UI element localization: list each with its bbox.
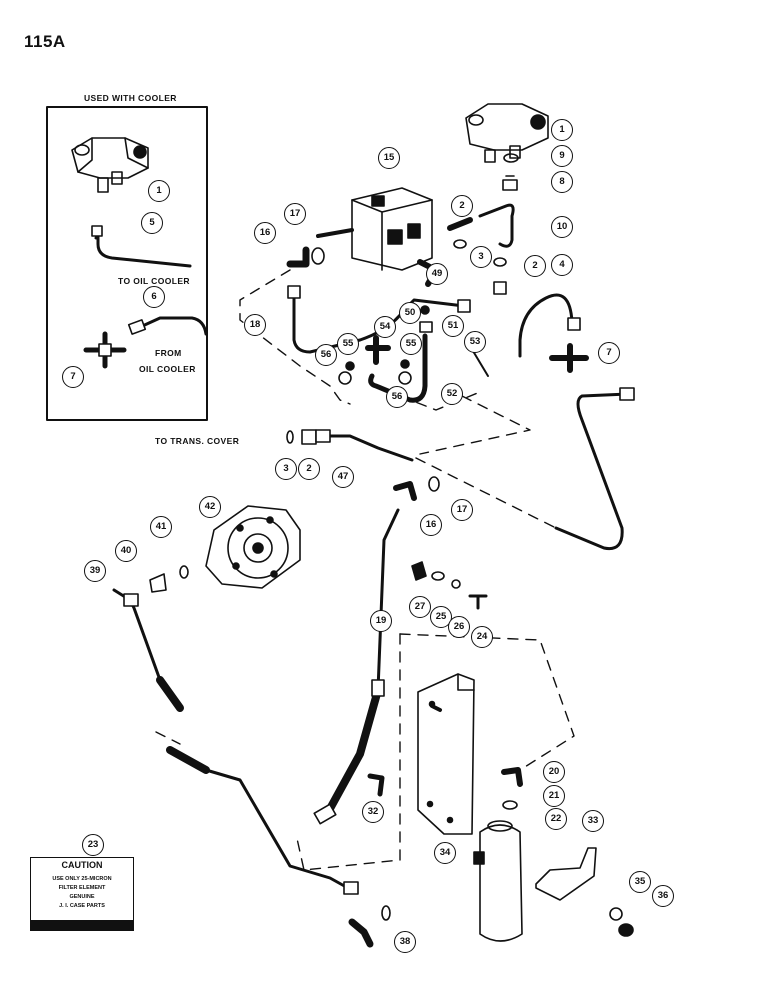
part-callout-c3b: 3 bbox=[275, 458, 297, 480]
part-callout-c15: 15 bbox=[378, 147, 400, 169]
part-callout-c16a: 16 bbox=[254, 222, 276, 244]
from-label: FROM bbox=[155, 348, 182, 358]
part-callout-c5: 5 bbox=[141, 212, 163, 234]
oil-cooler-label: OIL COOLER bbox=[139, 364, 196, 374]
part-callout-c25: 25 bbox=[430, 606, 452, 628]
caution-strip bbox=[31, 920, 133, 930]
part-callout-c54: 54 bbox=[374, 316, 396, 338]
part-callout-c56a: 56 bbox=[315, 344, 337, 366]
oil-filter-canister bbox=[473, 820, 523, 942]
part-callout-c1b: 1 bbox=[551, 119, 573, 141]
caution-heading: CAUTION bbox=[61, 860, 103, 870]
long-return-tube bbox=[554, 392, 630, 551]
part-callout-c2c: 2 bbox=[298, 458, 320, 480]
part-callout-c50: 50 bbox=[399, 302, 421, 324]
to-oil-cooler-label: TO OIL COOLER bbox=[118, 276, 190, 286]
part-callout-c18: 18 bbox=[244, 314, 266, 336]
part-callout-c2b: 2 bbox=[524, 255, 546, 277]
part-callout-c16b: 16 bbox=[420, 514, 442, 536]
part-callout-c27: 27 bbox=[409, 596, 431, 618]
part-callout-c34: 34 bbox=[434, 842, 456, 864]
part-callout-c47: 47 bbox=[332, 466, 354, 488]
part-callout-c7a: 7 bbox=[62, 366, 84, 388]
part-callout-c32: 32 bbox=[362, 801, 384, 823]
part-callout-c40: 40 bbox=[115, 540, 137, 562]
part-callout-c56b: 56 bbox=[386, 386, 408, 408]
part-callout-c42: 42 bbox=[199, 496, 221, 518]
inset-title: USED WITH COOLER bbox=[84, 93, 177, 103]
caution-line: USE ONLY 25-MICRON bbox=[52, 876, 112, 882]
part-callout-c55b: 55 bbox=[400, 333, 422, 355]
part-callout-c39: 39 bbox=[84, 560, 106, 582]
part-callout-c24: 24 bbox=[471, 626, 493, 648]
inset-valve-part bbox=[71, 137, 149, 193]
caution-line: GENUINE bbox=[69, 894, 95, 900]
hydraulic-pump bbox=[205, 505, 301, 589]
caution-line: J. I. CASE PARTS bbox=[59, 903, 105, 909]
part-callout-c20: 20 bbox=[543, 761, 565, 783]
part-callout-c2a: 2 bbox=[451, 195, 473, 217]
part-callout-c36: 36 bbox=[652, 885, 674, 907]
hose-52 bbox=[368, 333, 428, 403]
part-callout-c19: 19 bbox=[370, 610, 392, 632]
to-trans-cover-label: TO TRANS. COVER bbox=[155, 436, 240, 446]
filter-bracket bbox=[417, 673, 475, 835]
part-callout-c41: 41 bbox=[150, 516, 172, 538]
control-valve-part bbox=[465, 103, 549, 163]
caution-decal: CAUTION USE ONLY 25-MICRON FILTER ELEMEN… bbox=[30, 857, 134, 931]
filter-strap bbox=[535, 847, 597, 901]
part-callout-c1a: 1 bbox=[148, 180, 170, 202]
part-callout-c21: 21 bbox=[543, 785, 565, 807]
part-callout-c52: 52 bbox=[441, 383, 463, 405]
main-valve-block bbox=[316, 187, 433, 271]
part-callout-c22: 22 bbox=[545, 808, 567, 830]
inset-tube-from-cooler bbox=[136, 316, 208, 336]
part-callout-c8: 8 bbox=[551, 171, 573, 193]
part-callout-c35: 35 bbox=[629, 871, 651, 893]
tube-4 bbox=[518, 293, 576, 358]
part-callout-c26: 26 bbox=[448, 616, 470, 638]
part-callout-c17a: 17 bbox=[284, 203, 306, 225]
hose-19 bbox=[324, 508, 400, 818]
cooler-inset-frame bbox=[46, 106, 208, 421]
part-callout-c7b: 7 bbox=[598, 342, 620, 364]
caution-line: FILTER ELEMENT bbox=[58, 885, 106, 891]
inset-tee-fitting bbox=[83, 331, 127, 369]
inset-tube-to-cooler bbox=[94, 226, 192, 268]
part-callout-c6: 6 bbox=[143, 286, 165, 308]
part-callout-c33: 33 bbox=[582, 810, 604, 832]
part-callout-c17b: 17 bbox=[451, 499, 473, 521]
part-callout-c53: 53 bbox=[464, 331, 486, 353]
part-callout-c23: 23 bbox=[82, 834, 104, 856]
part-callout-c51: 51 bbox=[442, 315, 464, 337]
part-callout-c3a: 3 bbox=[470, 246, 492, 268]
part-callout-c38: 38 bbox=[394, 931, 416, 953]
page-number: 115A bbox=[24, 32, 66, 51]
part-callout-c9: 9 bbox=[551, 145, 573, 167]
part-callout-c55a: 55 bbox=[337, 333, 359, 355]
part-callout-c4: 4 bbox=[551, 254, 573, 276]
part-callout-c49: 49 bbox=[426, 263, 448, 285]
part-callout-c10: 10 bbox=[551, 216, 573, 238]
